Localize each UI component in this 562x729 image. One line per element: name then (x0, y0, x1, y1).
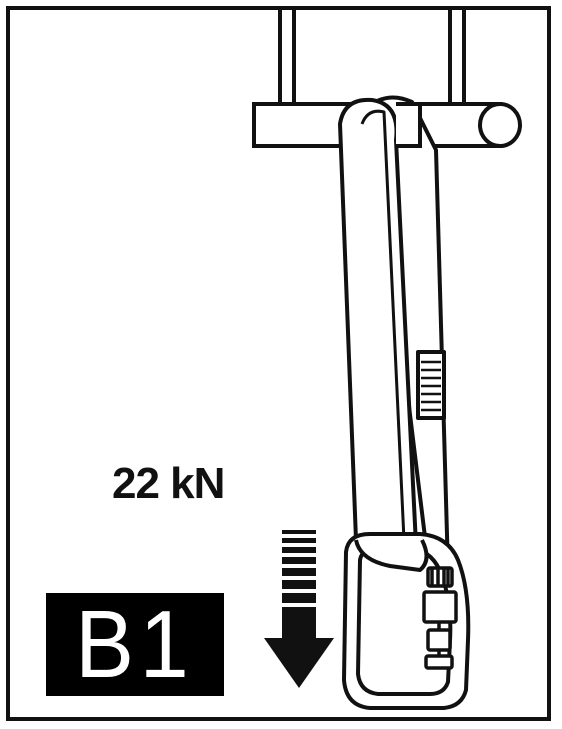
force-label: 22 kN (112, 459, 225, 508)
sling-icon (338, 95, 450, 580)
left-support-rod (278, 10, 296, 113)
carabiner-gate (422, 566, 458, 670)
config-badge-label: B1 (75, 590, 195, 698)
down-arrow-icon (264, 530, 334, 688)
config-badge: B1 (46, 593, 224, 696)
bar-front (396, 102, 422, 148)
right-support-rod (448, 10, 466, 113)
support-rods (278, 10, 466, 113)
carabiner-icon (342, 532, 471, 710)
